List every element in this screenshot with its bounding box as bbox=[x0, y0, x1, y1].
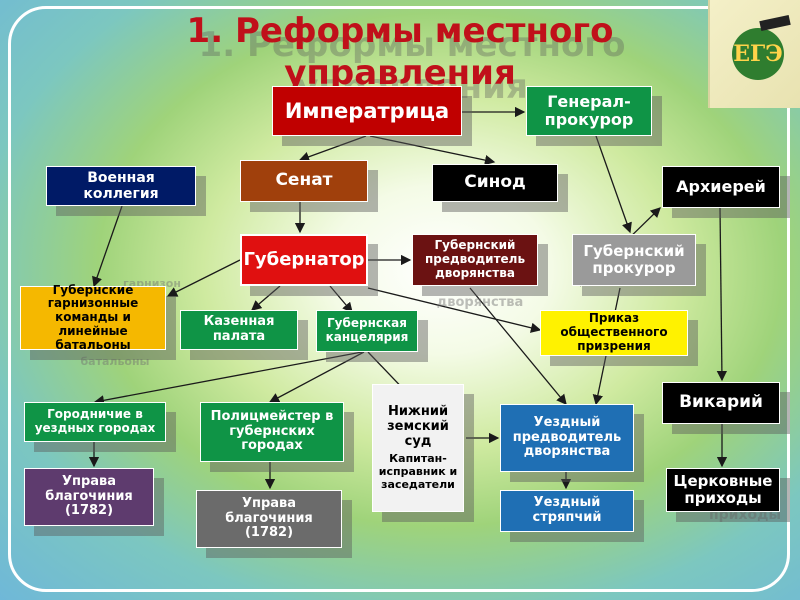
ege-logo: ЕГЭ bbox=[708, 0, 800, 108]
node-procurator-general: Генерал-прокурор bbox=[526, 86, 652, 136]
arrow-chancellery-gorodnichie bbox=[93, 351, 363, 406]
arrow-procurator-gubprocurator bbox=[595, 135, 632, 234]
arrow-empress-synod bbox=[369, 135, 496, 166]
zemsky-court-title: Нижний земский суд bbox=[387, 403, 449, 449]
arrow-military-garrisons bbox=[92, 205, 123, 288]
node-governor: Губернатор bbox=[240, 234, 368, 286]
node-deanery-2: Управа благочиния (1782) bbox=[196, 490, 342, 548]
zemsky-court-subtitle: Капитан-исправник и заседатели bbox=[378, 452, 458, 491]
arrow-marshal-uezdmarshal bbox=[469, 287, 567, 406]
node-gub-procurator: Губернский прокурор bbox=[572, 234, 696, 286]
node-synod: Синод bbox=[432, 164, 558, 202]
node-deanery-1: Управа благочиния (1782) bbox=[24, 468, 154, 526]
node-empress: Императрица bbox=[272, 86, 462, 136]
node-military-collegium: Военная коллегия bbox=[46, 166, 196, 206]
node-treasury: Казенная палата bbox=[180, 310, 298, 350]
arrow-empress-senate bbox=[298, 135, 367, 162]
node-archbishop: Архиерей bbox=[662, 166, 780, 208]
arrow-chancellery-politsmeister bbox=[268, 351, 365, 403]
arrow-governor-charity bbox=[367, 287, 542, 333]
arrow-archbishop-vicar bbox=[716, 207, 728, 382]
node-church-parishes: Церковные приходы bbox=[666, 468, 780, 512]
node-gub-noble-marshal: Губернский предводитель дворянства bbox=[412, 234, 538, 286]
node-garrisons: Губернские гарнизонные команды и линейны… bbox=[20, 283, 166, 352]
ege-logo-mark: ЕГЭ bbox=[732, 28, 784, 80]
arrow-governor-treasury bbox=[251, 285, 281, 311]
arrow-governor-chancellery bbox=[329, 285, 353, 313]
node-chancellery: Губернская канцелярия bbox=[316, 310, 418, 352]
node-uezd-attorney: Уездный стряпчий bbox=[500, 490, 634, 532]
node-politsmeister: Полицмейстер в губернских городах bbox=[200, 402, 344, 462]
arrow-governor-garrisons bbox=[166, 259, 241, 297]
node-gorodnichie: Городничие в уездных городах bbox=[24, 402, 166, 442]
node-public-charity: Приказ общественного призрения bbox=[540, 310, 688, 356]
node-senate: Сенат bbox=[240, 160, 368, 202]
node-vicar: Викарий bbox=[662, 382, 780, 424]
node-zemsky-court: Нижний земский суд Капитан-исправник и з… bbox=[372, 384, 464, 512]
slide-frame bbox=[8, 6, 790, 592]
node-uezd-marshal: Уездный предводитель дворянства bbox=[500, 404, 634, 472]
